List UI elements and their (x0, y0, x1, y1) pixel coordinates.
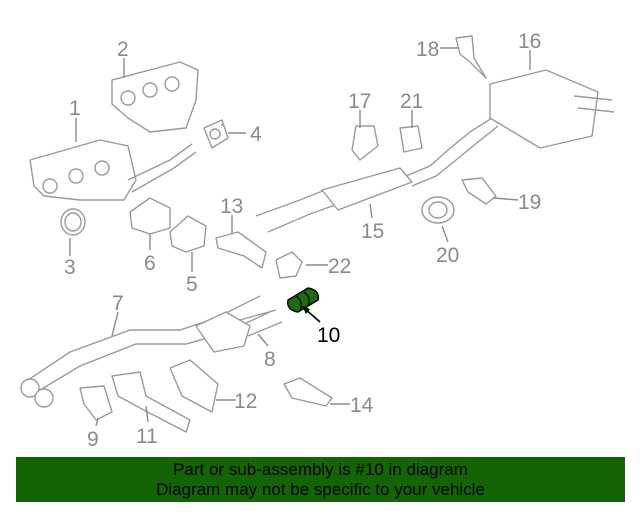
callout-3[interactable]: 3 (64, 256, 76, 279)
part-4-gasket[interactable] (203, 119, 229, 149)
callout-19[interactable]: 19 (518, 191, 541, 214)
callout-21[interactable]: 21 (400, 90, 423, 113)
callout-12[interactable]: 12 (234, 390, 257, 413)
callout-6[interactable]: 6 (144, 252, 156, 275)
callout-18[interactable]: 18 (416, 38, 439, 61)
part-7-front-pipe[interactable] (20, 295, 271, 408)
callout-13[interactable]: 13 (220, 195, 243, 218)
callout-20[interactable]: 20 (436, 244, 459, 267)
callout-8[interactable]: 8 (264, 348, 276, 371)
callout-labels: 1 2 3 4 5 6 7 8 9 10 11 12 13 14 15 16 1… (64, 30, 541, 451)
callout-11[interactable]: 11 (136, 425, 158, 448)
callout-14[interactable]: 14 (350, 394, 374, 417)
banner-line-disclaimer: Diagram may not be specific to your vehi… (156, 480, 485, 499)
callout-5[interactable]: 5 (186, 273, 198, 296)
callout-17[interactable]: 17 (348, 90, 371, 113)
callout-22[interactable]: 22 (328, 255, 351, 278)
callout-15[interactable]: 15 (361, 220, 384, 243)
part-22-clamp-sleeve[interactable] (275, 251, 303, 279)
part-2-exhaust-manifold[interactable] (111, 61, 199, 133)
part-8-catalytic-converter[interactable] (195, 309, 283, 353)
part-6-heat-shield-cup[interactable] (129, 197, 171, 235)
callout-10-highlighted[interactable]: 10 (317, 324, 340, 347)
callout-9[interactable]: 9 (87, 428, 99, 451)
part-16-rear-muffler[interactable] (489, 69, 615, 149)
info-banner: Part or sub-assembly is #10 in diagram D… (16, 457, 625, 502)
callout-7[interactable]: 7 (112, 292, 124, 315)
callout-1[interactable]: 1 (69, 97, 81, 120)
part-11-bracket[interactable] (111, 371, 191, 433)
callout-2[interactable]: 2 (117, 38, 129, 61)
part-13-bracket[interactable] (215, 231, 267, 269)
callout-16[interactable]: 16 (518, 30, 541, 53)
part-19-bracket[interactable] (461, 177, 497, 205)
leader-lines (69, 47, 531, 427)
part-14-heat-shield[interactable] (283, 377, 333, 407)
part-15-center-pipe[interactable] (255, 117, 499, 233)
part-5-heat-shield-cup[interactable] (169, 215, 207, 253)
part-18-hanger[interactable] (455, 35, 487, 79)
banner-line-part-number: Part or sub-assembly is #10 in diagram (173, 460, 468, 479)
part-9-bracket[interactable] (79, 385, 113, 421)
part-10-highlighted[interactable] (287, 287, 319, 313)
part-12-heat-shield[interactable] (169, 359, 219, 413)
part-21-hanger-mount[interactable] (399, 125, 423, 153)
part-1-exhaust-manifold[interactable] (29, 139, 197, 201)
callout-4[interactable]: 4 (250, 123, 262, 146)
part-20-clamp[interactable] (421, 196, 455, 224)
part-17-bracket[interactable] (351, 125, 379, 161)
part-3-gasket-ring[interactable] (60, 208, 86, 236)
